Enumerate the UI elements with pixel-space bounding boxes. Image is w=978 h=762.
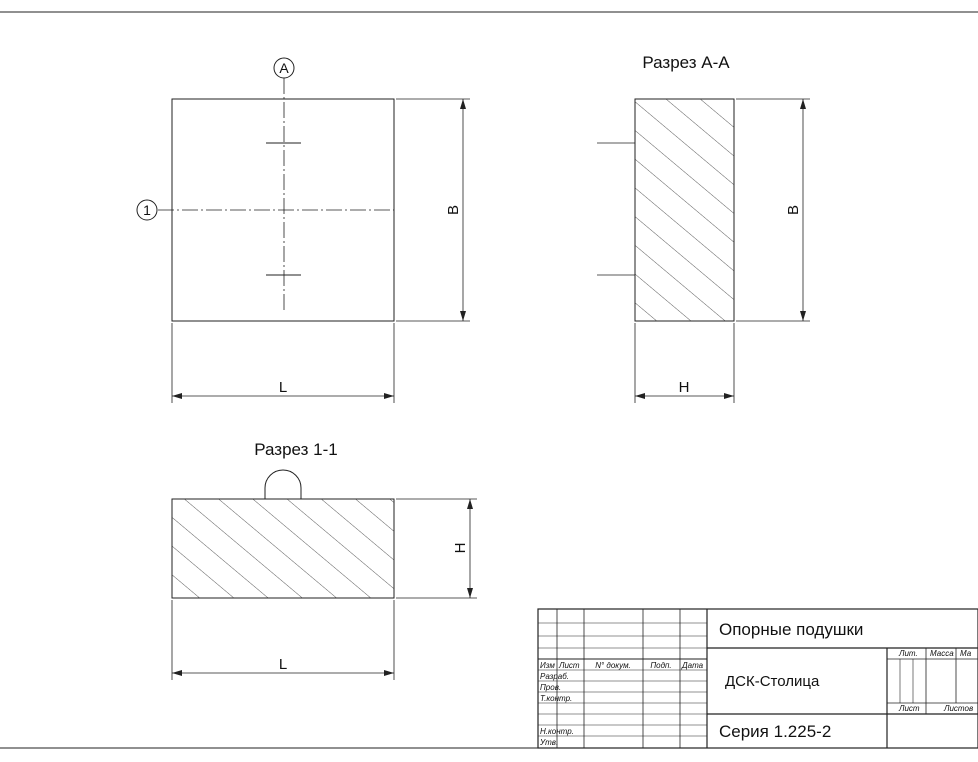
label-listov: Листов bbox=[943, 704, 973, 713]
section-11-title: Разрез 1-1 bbox=[254, 440, 337, 459]
label-masshtab: Ма bbox=[960, 649, 972, 658]
header-doc: N° докум. bbox=[595, 661, 631, 670]
axis-label-a: А bbox=[279, 60, 289, 76]
axis-bubble-a bbox=[273, 57, 295, 79]
role-prov: Пров. bbox=[540, 683, 561, 692]
aa-dim-h-label: H bbox=[679, 379, 690, 396]
title-block-title: Опорные подушки bbox=[719, 620, 863, 639]
section-11-body bbox=[171, 498, 395, 599]
aa-dim-b-label: B bbox=[785, 205, 802, 215]
role-utv: Утв. bbox=[539, 738, 558, 747]
header-date: Дата bbox=[681, 661, 704, 670]
label-lit: Лит. bbox=[898, 649, 918, 658]
section-aa-view: Разрез А-А B H bbox=[597, 53, 810, 403]
role-nkontr: Н.контр. bbox=[540, 727, 574, 736]
header-podp: Подп. bbox=[650, 661, 671, 670]
header-izm: Изм bbox=[540, 661, 555, 670]
section-11-view: Разрез 1-1 H L bbox=[171, 440, 477, 680]
role-razrab: Разраб. bbox=[540, 672, 569, 681]
section-aa-title: Разрез А-А bbox=[642, 53, 730, 72]
header-list: Лист bbox=[558, 661, 580, 670]
dim-l-label: L bbox=[279, 379, 287, 396]
title-block-series: Серия 1.225-2 bbox=[719, 722, 831, 741]
title-block-organization: ДСК-Столица bbox=[725, 673, 820, 690]
s11-dim-h-label: H bbox=[452, 543, 469, 554]
s11-dim-l-label: L bbox=[279, 656, 287, 673]
dim-b-label: B bbox=[445, 205, 462, 215]
axis-label-1: 1 bbox=[143, 202, 151, 218]
plan-view: А 1 B L bbox=[136, 57, 470, 403]
label-list: Лист bbox=[898, 704, 920, 713]
title-block: Изм Лист N° докум. Подп. Дата Разраб. Пр… bbox=[537, 608, 978, 749]
label-massa: Масса bbox=[930, 649, 954, 658]
section-aa-body bbox=[634, 98, 735, 322]
lifting-loop bbox=[264, 469, 302, 499]
axis-bubble-1 bbox=[136, 199, 158, 221]
role-tkontr: Т.контр. bbox=[540, 694, 572, 703]
